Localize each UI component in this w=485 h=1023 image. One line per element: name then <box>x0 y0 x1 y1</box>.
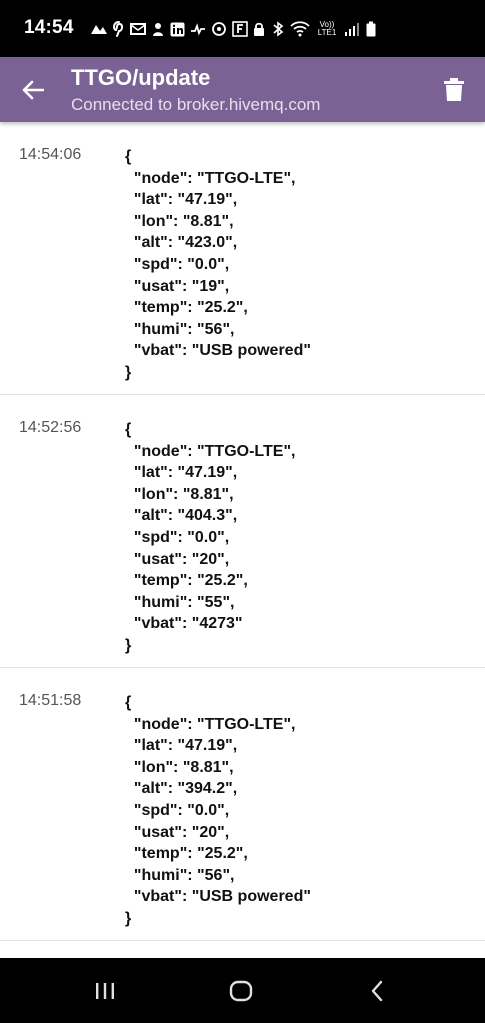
back-button[interactable] <box>14 71 52 109</box>
status-time: 14:54 <box>24 17 74 38</box>
navigation-bar <box>0 958 485 1023</box>
message-time: 14:54:06 <box>19 146 82 163</box>
mail-icon <box>130 23 146 35</box>
maps-icon <box>91 25 107 34</box>
message-item[interactable]: 14:51:58 { "node": "TTGO-LTE", "lat": "4… <box>0 668 485 941</box>
recents-button[interactable] <box>90 976 120 1006</box>
f-icon <box>232 21 248 37</box>
message-item[interactable]: 14:52:56 { "node": "TTGO-LTE", "lat": "4… <box>0 395 485 668</box>
volte-icon: Vo)) LTE1 <box>317 20 337 37</box>
back-icon <box>371 980 383 1002</box>
signal-icon <box>345 23 359 36</box>
status-bar: 14:54 Vo)) LTE1 <box>0 0 485 57</box>
connection-status: Connected to broker.hivemq.com <box>71 95 321 114</box>
home-icon <box>229 980 253 1002</box>
pinterest-icon <box>113 21 124 37</box>
message-payload: { "node": "TTGO-LTE", "lat": "47.19", "l… <box>125 421 296 654</box>
recents-icon <box>96 983 114 999</box>
battery-icon <box>366 21 376 37</box>
wifi-icon <box>290 21 310 37</box>
message-time: 14:52:56 <box>19 419 82 436</box>
arrow-left-icon <box>22 80 44 100</box>
app-icon <box>153 23 163 36</box>
home-button[interactable] <box>226 976 256 1006</box>
topic-title: TTGO/update <box>71 65 211 90</box>
lock-icon <box>254 22 264 36</box>
bluetooth-icon <box>273 21 284 37</box>
message-payload: { "node": "TTGO-LTE", "lat": "47.19", "l… <box>125 694 311 927</box>
message-payload: { "node": "TTGO-LTE", "lat": "47.19", "l… <box>125 148 311 381</box>
trash-icon <box>444 78 464 101</box>
app-bar: TTGO/update Connected to broker.hivemq.c… <box>0 57 485 122</box>
system-indicators: Vo)) LTE1 <box>252 18 376 40</box>
linkedin-icon <box>170 22 185 36</box>
message-list[interactable]: 14:54:06 { "node": "TTGO-LTE", "lat": "4… <box>0 122 485 958</box>
notification-icons <box>90 18 248 40</box>
activity-icon <box>191 23 205 36</box>
system-back-button[interactable] <box>362 976 392 1006</box>
message-item[interactable]: 14:54:06 { "node": "TTGO-LTE", "lat": "4… <box>0 122 485 395</box>
message-time: 14:51:58 <box>19 692 82 709</box>
delete-button[interactable] <box>437 72 471 108</box>
media-icon <box>212 22 226 36</box>
